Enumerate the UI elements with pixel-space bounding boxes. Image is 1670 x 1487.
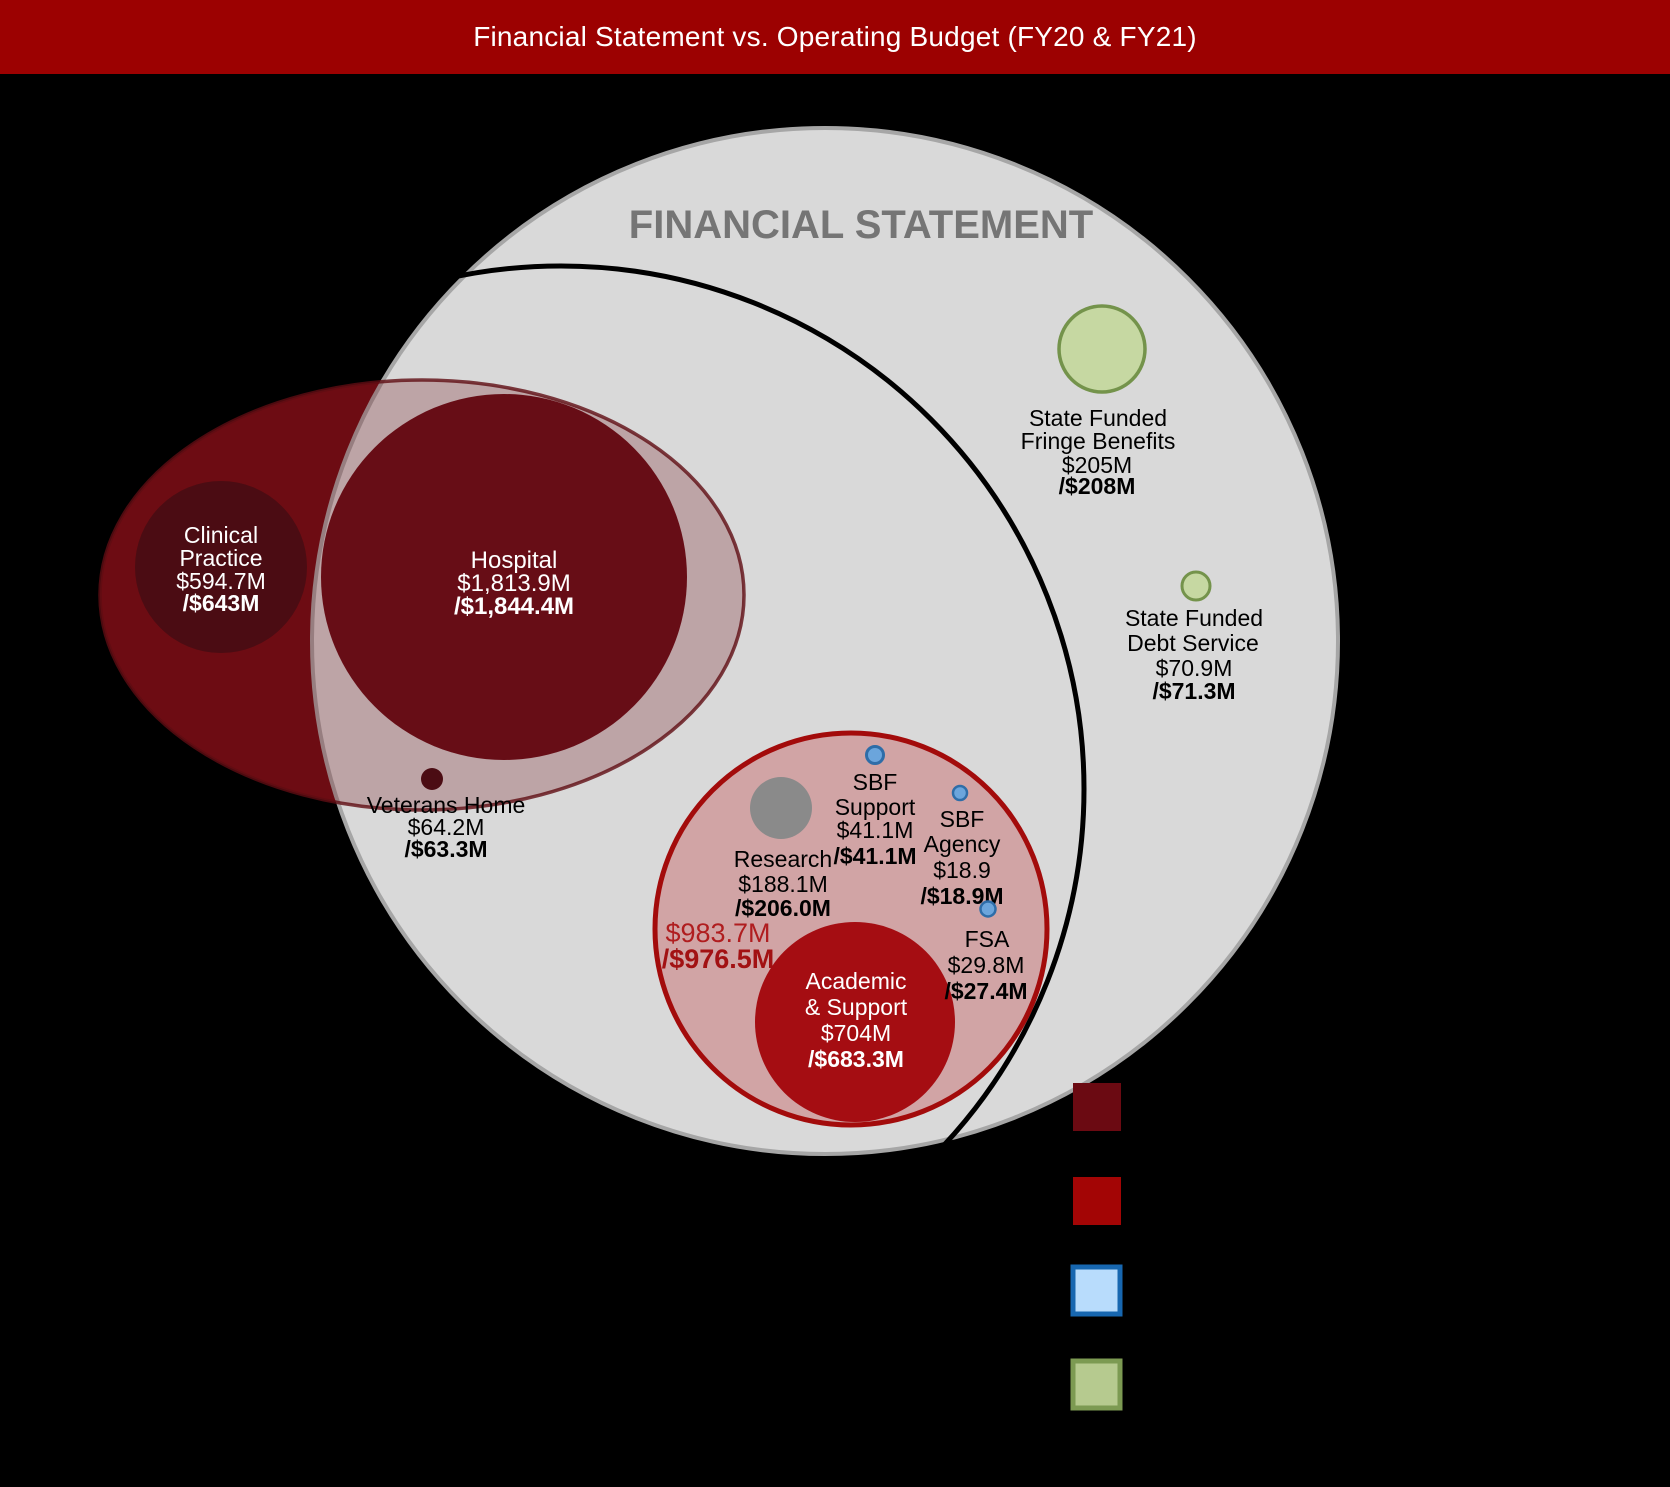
fsa-dot xyxy=(979,900,997,918)
research-fy20: $188.1M xyxy=(738,871,828,897)
fringe-benefits-fy20: $205M xyxy=(1062,452,1132,478)
sbf-agency-fy20: $18.9 xyxy=(933,857,991,883)
sbf-agency-label-2: Agency xyxy=(924,831,1001,857)
clinical-practice-bubble xyxy=(135,481,307,653)
sbf-support-label-2: Support xyxy=(835,794,916,820)
fsa-fy20: $29.8M xyxy=(948,952,1025,978)
clinical-practice-label-1: Clinical xyxy=(184,522,258,548)
operating-budget-arc xyxy=(35,263,1087,1315)
title-bar: Financial Statement vs. Operating Budget… xyxy=(0,0,1670,74)
hospital-fy21: /$1,844.4M xyxy=(454,593,574,620)
veterans-home-dot xyxy=(421,768,443,790)
legend-swatch-blue xyxy=(1070,1264,1123,1317)
research-bubble xyxy=(750,777,812,839)
sbf-agency-dot xyxy=(951,784,969,802)
academic-support-label-1: Academic xyxy=(806,968,907,994)
page-title: Financial Statement vs. Operating Budget… xyxy=(473,21,1197,52)
research-fy21: /$206.0M xyxy=(735,895,831,921)
sbf-support-label-1: SBF xyxy=(853,769,898,795)
sbf-support-fy20: $41.1M xyxy=(837,817,914,843)
academic-support-label-2: & Support xyxy=(805,994,908,1020)
sbf-support-dot xyxy=(865,745,885,765)
academic-support-bubble xyxy=(755,922,955,1122)
debt-service-label-1: State Funded xyxy=(1125,605,1263,631)
clinical-practice-label-2: Practice xyxy=(179,545,262,571)
veterans-home-fy21: /$63.3M xyxy=(404,836,487,862)
clinical-practice-fy21: /$643M xyxy=(183,590,260,616)
clinical-practice-fy20: $594.7M xyxy=(176,568,266,594)
campus-total-fy21: /$976.5M xyxy=(662,944,775,974)
financial-statement-title: FINANCIAL STATEMENT xyxy=(629,203,1093,247)
fringe-benefits-bubble xyxy=(1057,304,1147,394)
fsa-fy21: /$27.4M xyxy=(944,978,1027,1004)
debt-service-label-2: Debt Service xyxy=(1127,630,1259,656)
debt-service-fy21: /$71.3M xyxy=(1152,678,1235,704)
debt-service-fy20: $70.9M xyxy=(1156,655,1233,681)
veterans-home-label: Veterans Home xyxy=(367,792,526,818)
academic-support-fy20: $704M xyxy=(821,1020,891,1046)
hospital-bubble xyxy=(321,394,687,760)
fringe-benefits-label-2: Fringe Benefits xyxy=(1021,428,1176,454)
sbf-support-fy21: /$41.1M xyxy=(833,843,916,869)
campus-total-fy20: $983.7M xyxy=(665,918,770,948)
sbf-agency-label-1: SBF xyxy=(940,806,985,832)
legend-swatch-dark-maroon xyxy=(1073,1083,1121,1131)
fsa-label: FSA xyxy=(965,926,1010,952)
fringe-benefits-label-1: State Funded xyxy=(1029,405,1167,431)
debt-service-bubble xyxy=(1180,570,1212,602)
academic-support-fy21: /$683.3M xyxy=(808,1046,904,1072)
legend-swatch-red xyxy=(1073,1177,1121,1225)
legend-swatch-green xyxy=(1070,1358,1123,1411)
hospital-label: Hospital xyxy=(471,547,558,574)
research-label: Research xyxy=(734,846,832,872)
hospital-fy20: $1,813.9M xyxy=(457,570,570,597)
veterans-home-fy20: $64.2M xyxy=(408,814,485,840)
fringe-benefits-fy21: /$208M xyxy=(1059,473,1136,499)
